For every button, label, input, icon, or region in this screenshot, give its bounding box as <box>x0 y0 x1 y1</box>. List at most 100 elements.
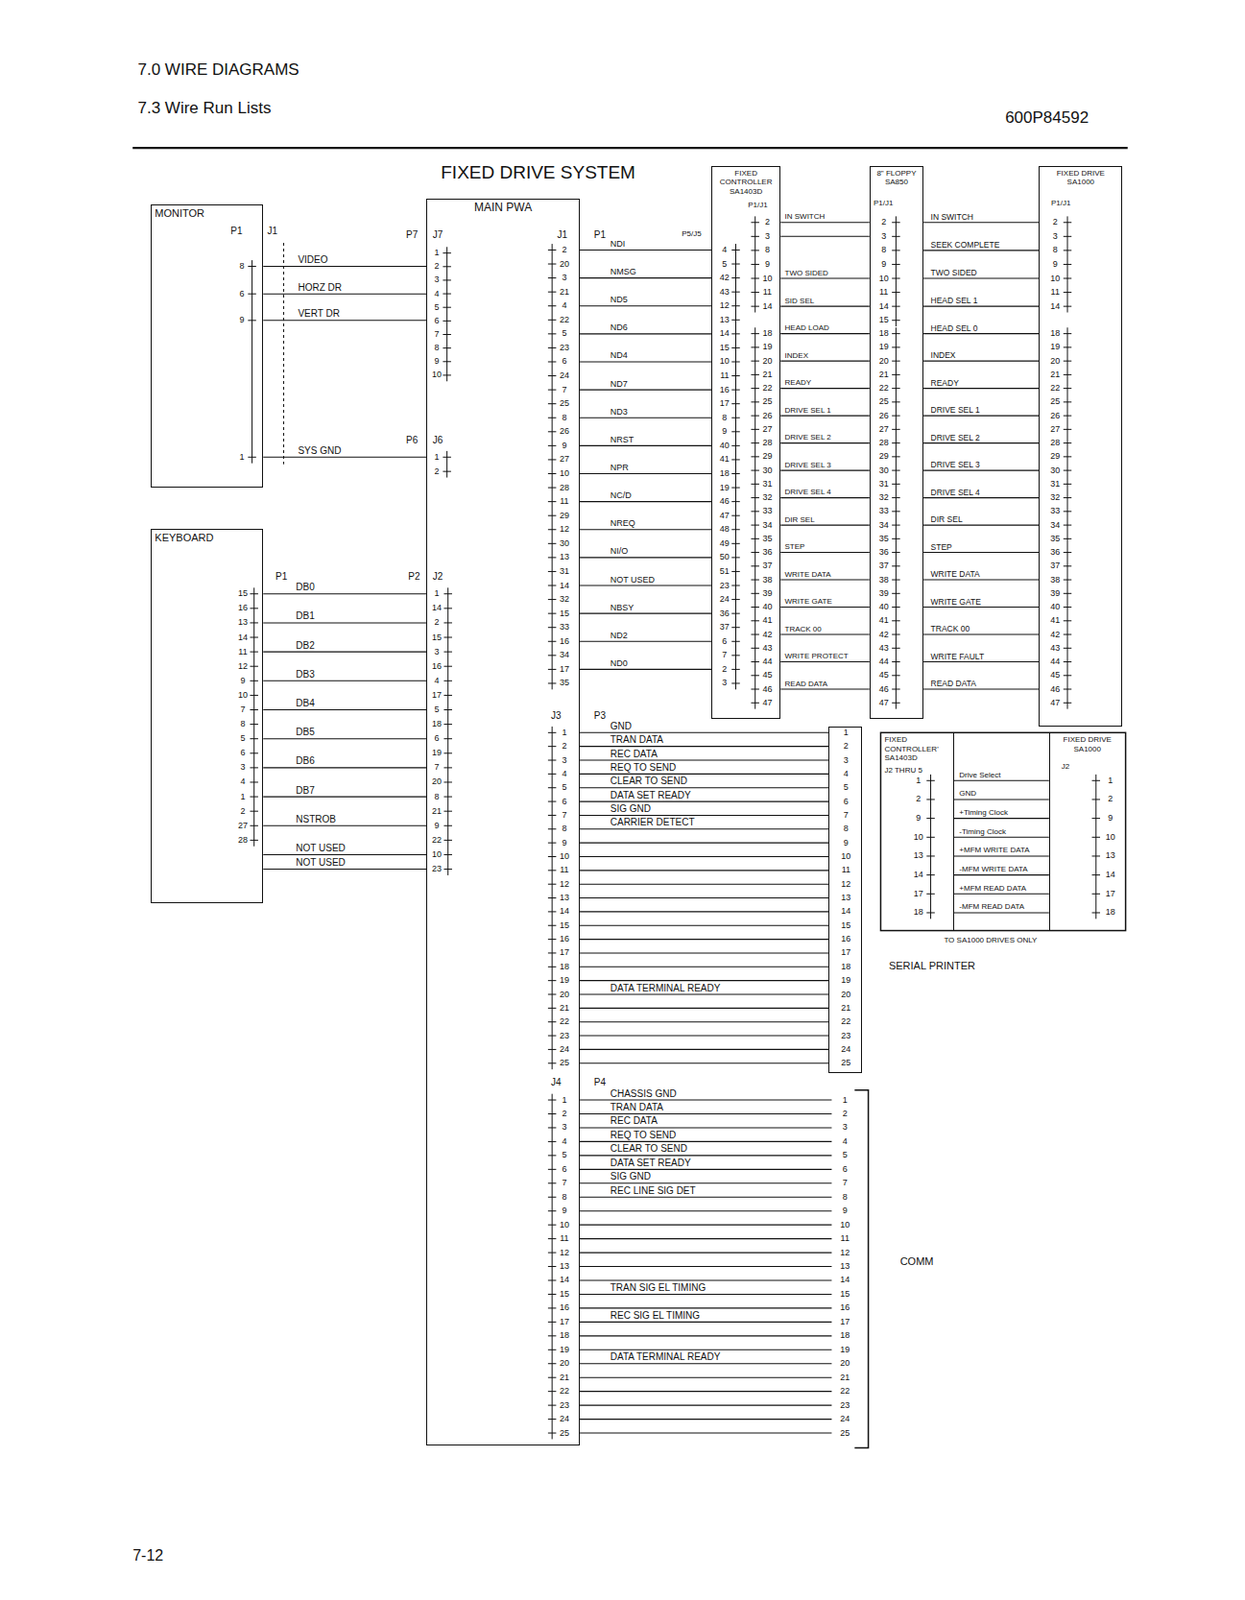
pin-tick <box>891 319 901 321</box>
pin-tick <box>891 510 901 512</box>
wire <box>579 814 829 816</box>
pin-number: 35 <box>756 534 778 544</box>
pin-tick <box>548 305 557 307</box>
pin-number: 43 <box>756 644 778 653</box>
wire <box>923 633 1039 635</box>
pin-number: 33 <box>756 506 778 516</box>
pin-number: 15 <box>553 1290 575 1299</box>
wire <box>579 925 829 927</box>
signal-name: DB7 <box>295 786 314 796</box>
wire <box>780 333 870 335</box>
wire <box>579 305 712 307</box>
pin-number: 12 <box>714 301 736 311</box>
pin-tick <box>750 510 760 512</box>
pin-number: 35 <box>873 534 895 544</box>
pin-number: 9 <box>714 427 736 436</box>
pin-number: 21 <box>756 370 778 380</box>
wire <box>579 473 712 475</box>
wire <box>780 387 870 389</box>
pin-number: 6 <box>714 637 736 647</box>
signal-name: DB1 <box>295 611 314 622</box>
pin-number: 47 <box>756 698 778 708</box>
pin-tick <box>548 249 557 251</box>
pin-tick <box>442 265 452 267</box>
wire <box>579 1321 833 1323</box>
wire <box>579 1210 833 1212</box>
connector-dashed-line <box>283 242 285 465</box>
wire <box>263 825 427 827</box>
pin-number: 13 <box>553 893 575 903</box>
box-title: 8" FLOPPY SA850 <box>870 167 923 189</box>
pin-tick <box>731 389 741 391</box>
pin-tick <box>548 1321 557 1323</box>
pin-number: 14 <box>232 633 254 643</box>
pin-number: 5 <box>834 1150 856 1160</box>
wire <box>579 1349 833 1351</box>
bracket-outline <box>831 1089 869 1449</box>
wire <box>579 952 829 954</box>
wire <box>923 497 1039 499</box>
pin-tick <box>891 263 901 265</box>
connector-name: P7 <box>406 230 418 240</box>
signal-name: REC DATA <box>610 1116 658 1126</box>
wire <box>954 837 1050 838</box>
wire <box>579 1141 833 1143</box>
wire <box>579 1377 833 1379</box>
pin-number: 27 <box>553 454 575 464</box>
pin-number: 10 <box>553 1221 575 1230</box>
pin-number: 26 <box>873 411 895 421</box>
pin-number: 17 <box>553 948 575 958</box>
pin-number: 14 <box>714 329 736 338</box>
wire <box>579 869 829 871</box>
pin-tick <box>548 869 557 871</box>
pin-tick <box>891 674 901 676</box>
wire <box>579 732 829 734</box>
pin-number: 24 <box>553 1414 575 1424</box>
pin-tick <box>750 415 760 417</box>
wire <box>263 319 427 321</box>
pin-tick <box>1063 291 1073 293</box>
pin-tick <box>731 585 741 587</box>
pin-tick <box>548 585 557 587</box>
signal-name: REQ TO SEND <box>610 1130 677 1141</box>
pin-number: 21 <box>553 1373 575 1383</box>
pin-tick <box>891 538 901 540</box>
pin-number: 14 <box>426 603 448 613</box>
pin-number: 2 <box>908 794 930 804</box>
pin-number: 51 <box>714 567 736 576</box>
pin-tick <box>548 1154 557 1156</box>
pin-tick <box>891 387 901 389</box>
pin-number: 24 <box>834 1414 856 1424</box>
wire <box>263 293 427 295</box>
pin-tick <box>926 874 935 876</box>
pin-number: 14 <box>873 302 895 312</box>
signal-name: ND6 <box>610 323 628 333</box>
pin-tick <box>750 551 760 553</box>
wire <box>579 773 829 775</box>
wire <box>579 1007 829 1009</box>
pin-tick <box>249 766 259 768</box>
pin-tick <box>1092 780 1102 782</box>
pin-number: 46 <box>1044 685 1066 695</box>
pin-number: 26 <box>1044 411 1066 421</box>
wire <box>923 551 1039 553</box>
pin-tick <box>891 346 901 348</box>
pin-number: 44 <box>873 657 895 667</box>
signal-name: +MFM READ DATA <box>958 885 1027 893</box>
pin-number: 39 <box>756 589 778 599</box>
pin-tick <box>1063 689 1073 691</box>
pin-number: 36 <box>1044 548 1066 557</box>
pin-tick <box>548 1141 557 1143</box>
signal-name: ND5 <box>610 295 628 305</box>
wire <box>923 688 1039 690</box>
signal-name: CLEAR TO SEND <box>610 776 688 787</box>
signal-name: DRIVE SEL 1 <box>785 407 832 415</box>
pin-number: 30 <box>873 466 895 476</box>
pin-number: 2 <box>426 467 448 477</box>
pin-tick <box>1092 874 1102 876</box>
pin-tick <box>750 442 760 444</box>
pin-tick <box>548 884 557 886</box>
pin-number: 1 <box>908 776 930 786</box>
wire <box>579 993 829 995</box>
pin-tick <box>548 952 557 954</box>
